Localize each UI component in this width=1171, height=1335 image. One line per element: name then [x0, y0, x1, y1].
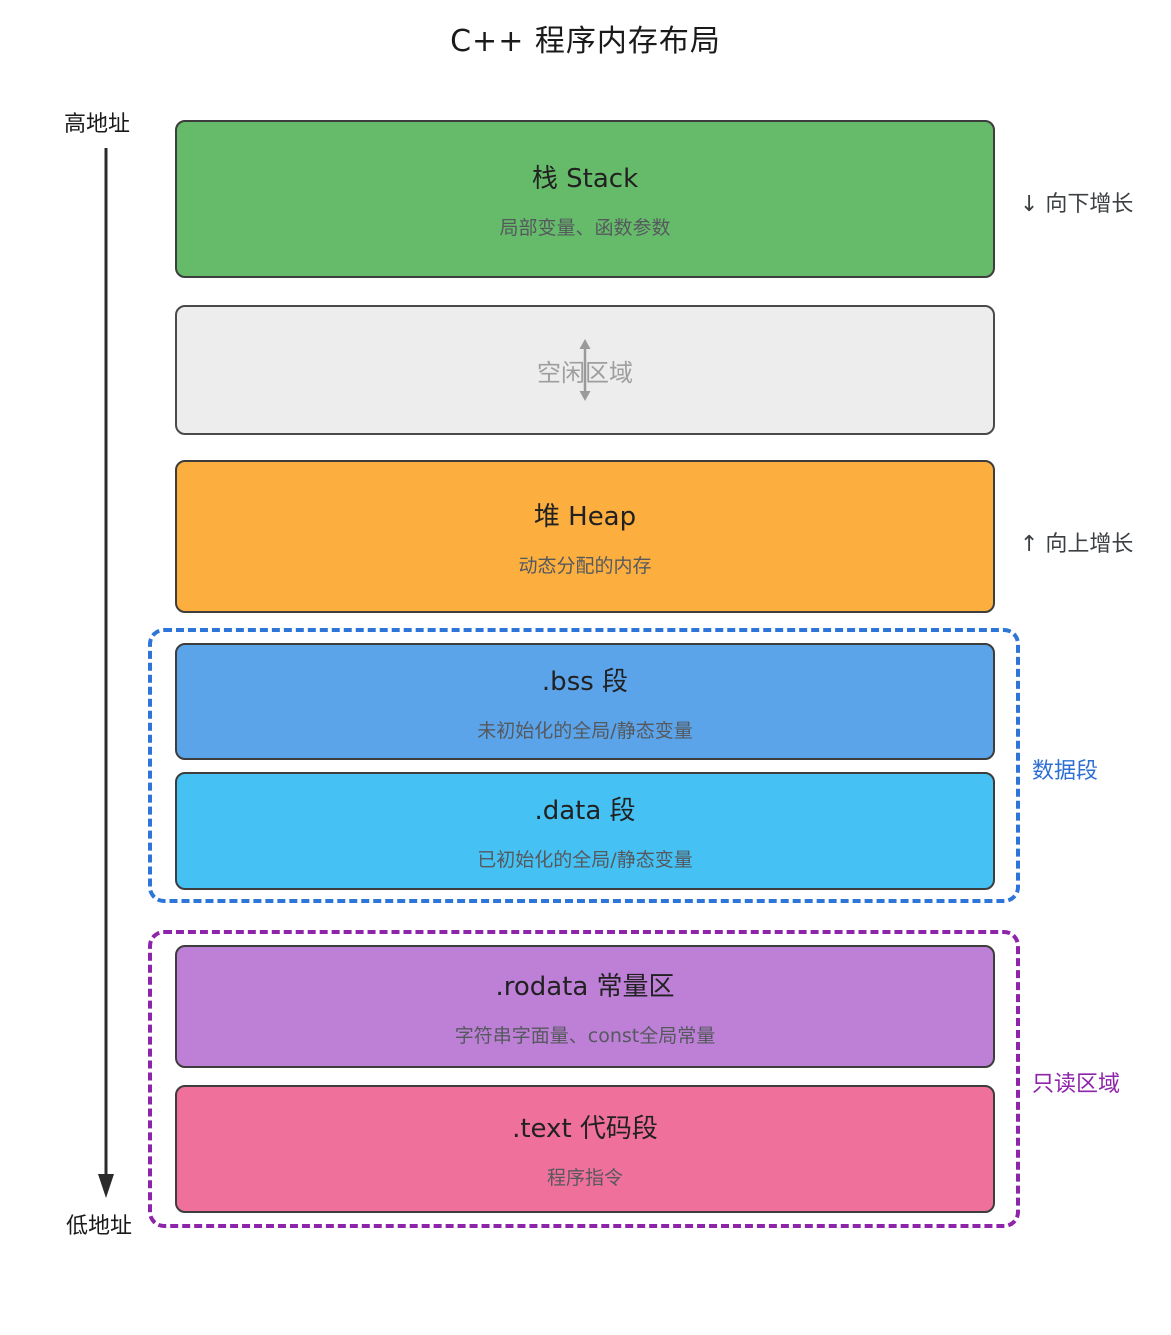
text-segment-subtitle: 程序指令	[546, 1167, 623, 1189]
heap-block: 堆 Heap 动态分配的内存	[175, 460, 995, 613]
stack-block: 栈 Stack 局部变量、函数参数	[175, 120, 995, 278]
heap-subtitle: 动态分配的内存	[518, 554, 652, 577]
data-block: .data 段 已初始化的全局/静态变量	[175, 772, 995, 890]
bss-title: .bss 段	[541, 666, 629, 697]
data-subtitle: 已初始化的全局/静态变量	[477, 849, 693, 871]
bss-block: .bss 段 未初始化的全局/静态变量	[175, 643, 995, 760]
free-area-title: 空闲区域	[537, 358, 633, 387]
heap-growth-annotation: ↑ 向上增长	[1020, 532, 1134, 557]
low-address-label: 低地址	[66, 1214, 133, 1239]
rodata-subtitle: 字符串字面量、const全局常量	[454, 1024, 716, 1047]
free-area-grow-arrow-icon	[579, 339, 591, 401]
high-address-label: 高地址	[64, 112, 131, 137]
free-area-block: 空闲区域	[175, 305, 995, 435]
text-segment-block: .text 代码段 程序指令	[175, 1085, 995, 1213]
text-segment-title: .text 代码段	[512, 1114, 658, 1144]
data-segment-group	[148, 628, 1020, 903]
data-title: .data 段	[534, 796, 636, 826]
bss-subtitle: 未初始化的全局/静态变量	[477, 719, 693, 742]
address-axis-arrow	[98, 148, 114, 1198]
rodata-title: .rodata 常量区	[495, 971, 675, 1002]
stack-growth-annotation: ↓ 向下增长	[1020, 192, 1134, 217]
diagram-title: C++ 程序内存布局	[450, 24, 721, 59]
heap-title: 堆 Heap	[533, 501, 637, 532]
rodata-block: .rodata 常量区 字符串字面量、const全局常量	[175, 945, 995, 1068]
stack-subtitle: 局部变量、函数参数	[499, 217, 671, 239]
stack-title: 栈 Stack	[531, 164, 639, 194]
readonly-region-label: 只读区域	[1032, 1072, 1121, 1097]
data-segment-label: 数据段	[1032, 759, 1099, 784]
readonly-region-group	[148, 930, 1020, 1228]
